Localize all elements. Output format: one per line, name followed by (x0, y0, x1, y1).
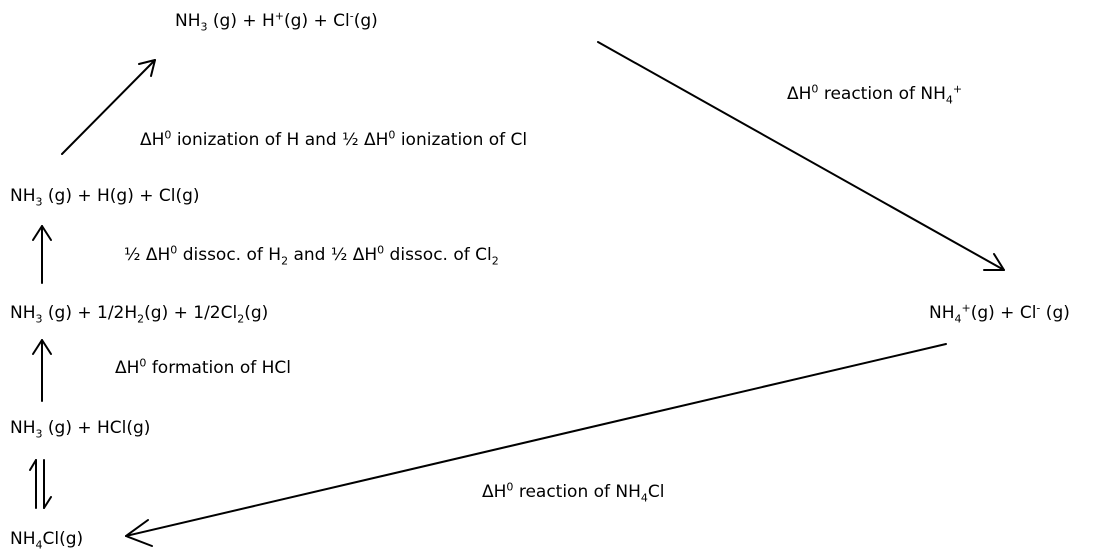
reaction-nh4cl-arrow (125, 343, 947, 547)
species-gas-atoms: NH3 (g) + H(g) + Cl(g) (10, 186, 200, 209)
species-elements: NH3 (g) + 1/2H2(g) + 1/2Cl2(g) (10, 303, 269, 326)
step-reaction-nh4: ΔH0 reaction of NH4+ (787, 82, 963, 107)
formation-arrow (32, 339, 52, 402)
reaction-nh4-arrow (597, 41, 1005, 271)
equilibrium-arrows (29, 459, 52, 509)
species-nh3-hcl: NH3 (g) + HCl(g) (10, 418, 151, 441)
species-gas-ions: NH3 (g) + H+(g) + Cl-(g) (175, 9, 378, 34)
dissociation-arrow (32, 225, 52, 284)
step-reaction-nh4cl: ΔH0 reaction of NH4Cl (482, 480, 665, 505)
step-dissociation: ½ ΔH0 dissoc. of H2 and ½ ΔH0 dissoc. of… (124, 243, 499, 268)
ionization-arrow (61, 59, 156, 155)
step-ionization: ΔH0 ionization of H and ½ ΔH0 ionization… (140, 128, 528, 150)
step-formation: ΔH0 formation of HCl (115, 356, 292, 378)
species-nh4cl: NH4Cl(g) (10, 529, 84, 552)
species-nh4-cl-ions: NH4+(g) + Cl- (g) (929, 301, 1070, 326)
